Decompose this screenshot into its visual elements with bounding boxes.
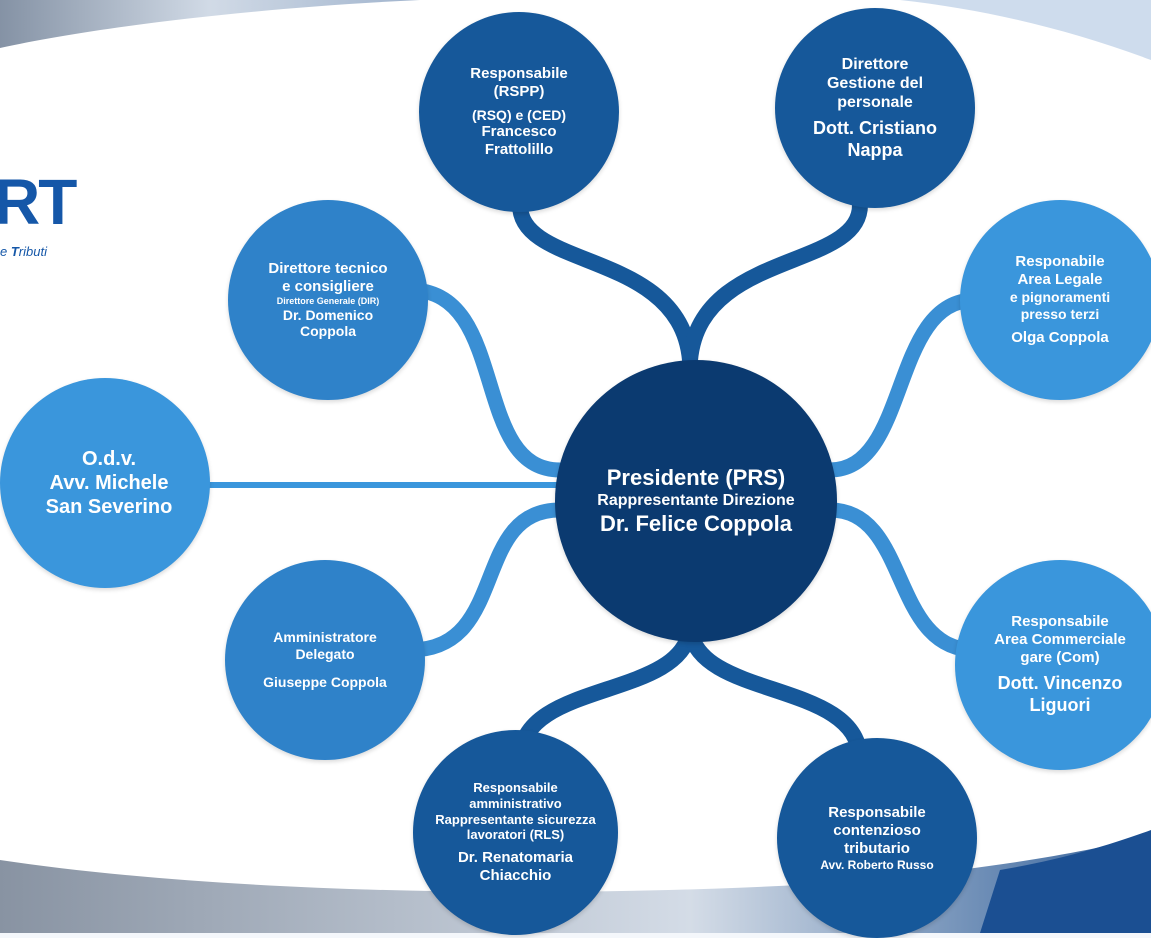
- rspp-line-2: (RSPP): [493, 82, 545, 100]
- contenzioso-line-2: contenzioso: [833, 821, 921, 839]
- amministrativo-line-3: Rappresentante sicurezza: [435, 811, 596, 827]
- tecnico-line-1: Direttore tecnico: [268, 259, 388, 277]
- amministrativo-line-2: amministrativo: [469, 795, 562, 811]
- commerciale-line-2: Area Commerciale: [994, 631, 1126, 649]
- node-area-legale: Responabile Area Legale e pignoramenti p…: [960, 200, 1151, 400]
- personale-line-5: Nappa: [847, 139, 903, 160]
- odv-line-3: San Severino: [45, 496, 173, 518]
- presidente-name: Dr. Felice Coppola: [600, 510, 792, 536]
- commerciale-line-3: gare (Com): [1020, 649, 1100, 667]
- node-direttore-tecnico: Direttore tecnico e consigliere Direttor…: [228, 200, 428, 400]
- legale-line-5: Olga Coppola: [1011, 328, 1109, 346]
- rspp-line-1: Responsabile: [470, 64, 568, 82]
- legale-line-3: e pignoramenti: [1009, 289, 1111, 306]
- contenzioso-line-4: Avv. Roberto Russo: [820, 857, 934, 872]
- contenzioso-line-1: Responsabile: [828, 803, 926, 821]
- amministrativo-line-5: Dr. Renatomaria: [457, 848, 574, 866]
- link-personale: [682, 197, 868, 368]
- link-legale: [822, 292, 983, 478]
- personale-line-1: Direttore: [841, 55, 909, 73]
- tecnico-line-2: e consigliere: [282, 277, 374, 295]
- logo-subtitle: e Tributi: [0, 244, 47, 259]
- legale-line-1: Responabile: [1015, 253, 1105, 271]
- tecnico-line-4: Dr. Domenico: [282, 306, 374, 323]
- contenzioso-line-3: tributario: [844, 839, 910, 857]
- commerciale-line-5: Liguori: [1029, 695, 1091, 715]
- node-responsabile-amministrativo: Responsabile amministrativo Rappresentan…: [413, 730, 618, 935]
- link-contenzioso: [682, 622, 868, 768]
- ad-line-1: Amministratore: [273, 628, 377, 645]
- node-odv: O.d.v. Avv. Michele San Severino: [0, 378, 210, 588]
- odv-line-2: Avv. Michele: [49, 472, 169, 494]
- legale-line-2: Area Legale: [1017, 271, 1103, 289]
- node-presidente: Presidente (PRS) Rappresentante Direzion…: [555, 360, 837, 642]
- personale-line-2: Gestione del: [826, 74, 924, 92]
- tecnico-line-5: Coppola: [300, 323, 356, 340]
- company-logo: RT e Tributi: [0, 170, 130, 270]
- rspp-line-4: Francesco: [481, 123, 557, 141]
- link-commerciale: [822, 502, 983, 658]
- node-area-commerciale: Responsabile Area Commerciale gare (Com)…: [955, 560, 1151, 770]
- rspp-line-5: Frattolillo: [484, 141, 554, 159]
- node-contenzioso-tributario: Responsabile contenzioso tributario Avv.…: [777, 738, 977, 938]
- node-personale: Direttore Gestione del personale Dott. C…: [775, 8, 975, 208]
- node-rspp: Responsabile (RSPP) (RSQ) e (CED) France…: [419, 12, 619, 212]
- logo-mark: RT: [0, 166, 77, 238]
- ad-line-2: Delegato: [295, 645, 355, 662]
- personale-line-4: Dott. Cristiano: [813, 118, 937, 139]
- rspp-line-3: (RSQ) e (CED): [471, 106, 567, 123]
- link-tecnico: [402, 282, 568, 478]
- amministrativo-line-6: Chiacchio: [479, 866, 552, 884]
- amministrativo-line-1: Responsabile: [473, 780, 558, 796]
- link-ad: [402, 502, 568, 658]
- ad-line-3: Giuseppe Coppola: [263, 674, 387, 691]
- link-rspp: [512, 197, 698, 368]
- presidente-role: Rappresentante Direzione: [597, 492, 795, 510]
- node-amministratore-delegato: Amministratore Delegato Giuseppe Coppola: [225, 560, 425, 760]
- legale-line-4: presso terzi: [1020, 306, 1100, 322]
- presidente-title: Presidente (PRS): [606, 465, 786, 491]
- commerciale-line-4: Dott. Vincenzo: [997, 673, 1123, 694]
- amministrativo-line-4: lavoratori (RLS): [466, 827, 565, 843]
- tecnico-line-3: Direttore Generale (DIR): [276, 295, 380, 306]
- odv-line-1: O.d.v.: [81, 448, 137, 470]
- personale-line-3: personale: [837, 94, 913, 111]
- commerciale-line-1: Responsabile: [1011, 613, 1109, 631]
